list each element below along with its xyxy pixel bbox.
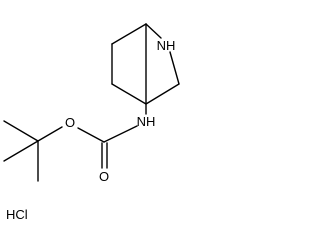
salt-label: HCl — [6, 207, 28, 222]
ether-oxygen-label: O — [65, 115, 75, 130]
carbamate-chain — [3, 103, 147, 182]
bicyclic-ring — [111, 23, 180, 105]
bond-c5-c4 — [111, 83, 147, 105]
bond-c-o-ether — [77, 127, 105, 143]
bond-o-cq — [37, 126, 63, 142]
bond-n-c-carbonyl — [103, 125, 138, 143]
ring-nh-label: NH — [157, 38, 176, 53]
bond-c1-n2 — [145, 23, 162, 39]
carbamate-nh-label: NH — [137, 114, 156, 129]
bond-cq-me3 — [3, 140, 39, 162]
bond-c1-c6 — [111, 23, 147, 45]
bond-cq-me1 — [3, 120, 39, 142]
bond-c3-c4 — [145, 83, 180, 105]
carbonyl-oxygen-label: O — [99, 169, 109, 184]
bond-n2-c3 — [169, 51, 180, 85]
structure-diagram: NH NH O O HCl — [3, 23, 180, 222]
